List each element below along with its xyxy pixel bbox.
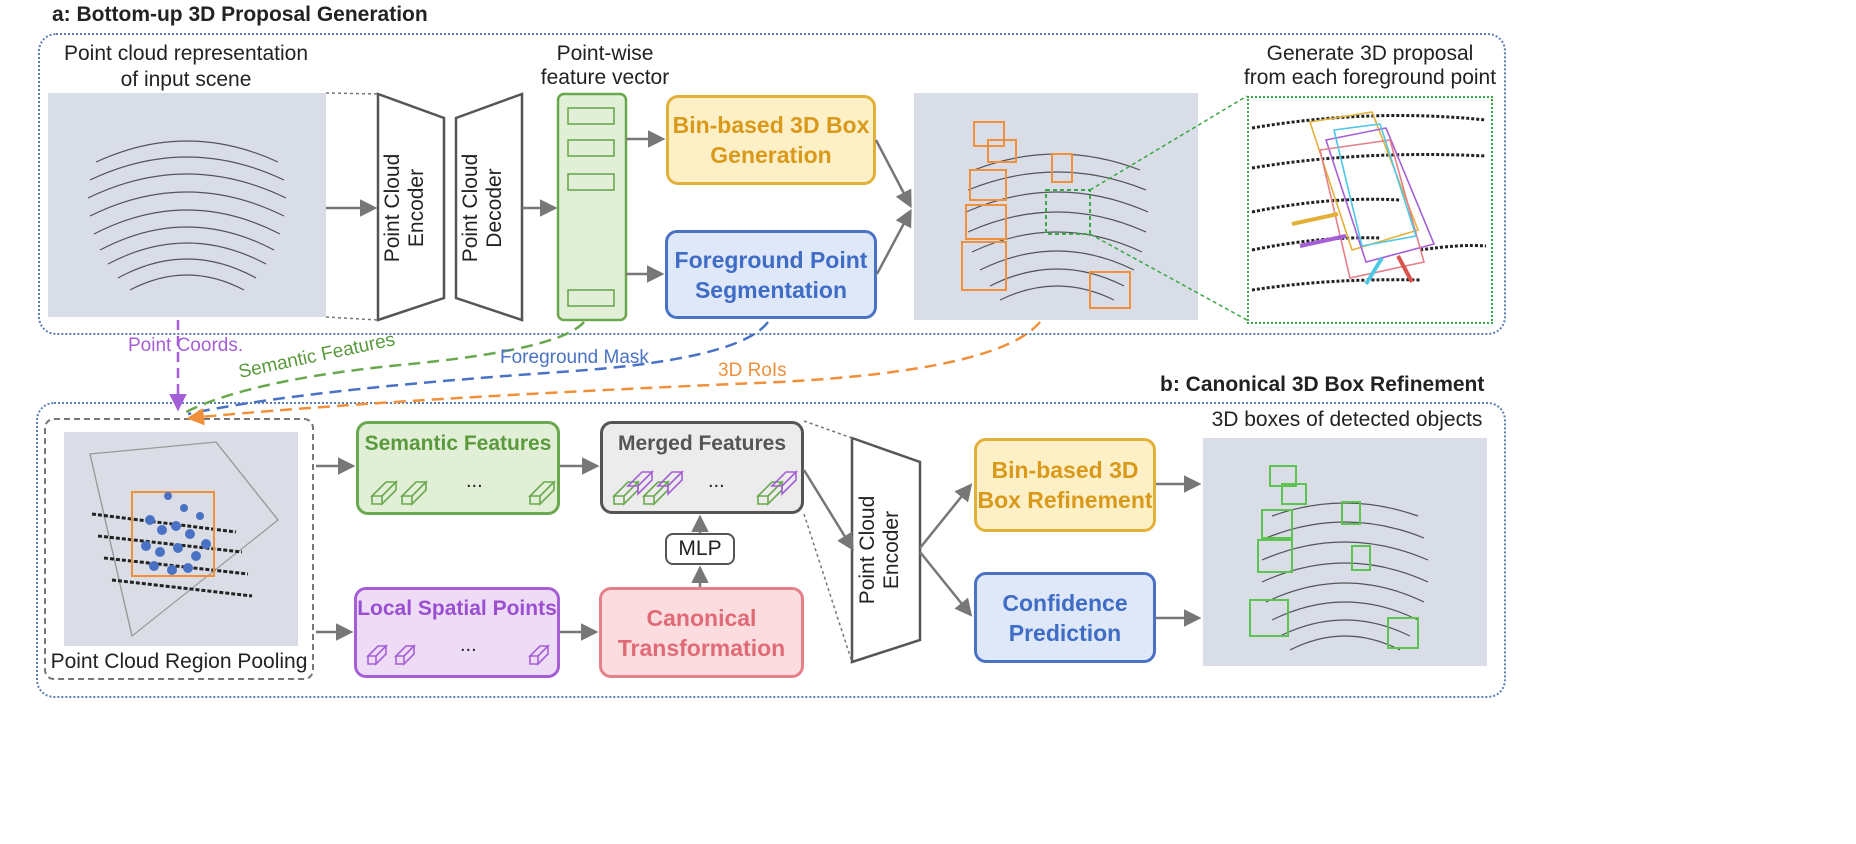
input-caption-line-2: of input scene: [120, 68, 252, 91]
panel-b-title: b: Canonical 3D Box Refinement: [1160, 373, 1485, 396]
panel-b-border: [36, 402, 1506, 698]
merged-features-block: [600, 421, 804, 514]
zoomed-arrow-purple: [1299, 234, 1347, 248]
region-pooling-points: [141, 492, 211, 575]
zoomed-arrow-cyan: [1364, 256, 1384, 286]
region-pooling-frame-lines: [89, 441, 279, 638]
confidence-prediction-block: Confidence Prediction: [974, 572, 1156, 663]
region-pooling-roi-box: [131, 491, 215, 577]
semantic-features-label: Semantic Features: [364, 432, 552, 455]
connector-semantic-features: [185, 321, 585, 414]
zoomed-arrow-yellow: [1291, 212, 1339, 226]
merged-features-ellipsis: ...: [708, 470, 725, 492]
local-spatial-points-label: Local Spatial Points: [357, 597, 557, 620]
connector-foreground-mask: [187, 321, 770, 416]
input-caption-line-1: Point cloud representation: [64, 42, 308, 65]
decoder-label: Point CloudDecoder: [459, 154, 506, 263]
input-guide-bottom: [325, 316, 379, 321]
semantic-feature-cubes: [370, 480, 556, 506]
detected-object-boxes: [1249, 465, 1419, 649]
arrow-encoder-to-confidence: [919, 551, 973, 617]
local-spatial-cubes: [366, 644, 550, 666]
input-scene-rings: [87, 140, 287, 291]
point-cloud-decoder-shape: [454, 92, 524, 322]
panel-a-border: [38, 33, 1506, 335]
connector-rois: [186, 321, 1041, 426]
feature-vector-cells: [567, 107, 615, 307]
local-spatial-points-ellipsis: ...: [460, 634, 477, 656]
canonical-transformation-block: Canonical Transformation: [599, 587, 804, 678]
encoder-label: Point CloudEncoder: [381, 154, 428, 263]
panel-a-title: a: Bottom-up 3D Proposal Generation: [52, 3, 428, 26]
zoomed-proposal-rings: [1251, 114, 1487, 292]
feature-caption-line-2: feature vector: [540, 66, 670, 89]
label-point-coords: Point Coords.: [128, 335, 243, 356]
merged-features-label: Merged Features: [617, 432, 787, 455]
arrow-encoder-to-refinement: [919, 483, 973, 549]
proposal-boxes: [961, 121, 1131, 309]
arrow-segmentation-to-proposals: [875, 208, 912, 275]
proposal-caption-line-1: Generate 3D proposal: [1266, 42, 1474, 65]
region-pooling-rings: [91, 512, 253, 598]
refinement-encoder-shape: [850, 436, 922, 664]
semantic-features-ellipsis: ...: [466, 470, 483, 492]
label-rois: 3D RoIs: [718, 360, 787, 381]
label-foreground-mask: Foreground Mask: [500, 347, 649, 368]
proposal-caption-line-2: from each foreground point: [1243, 66, 1497, 89]
zoom-guide-bottom: [1089, 233, 1248, 321]
local-spatial-points-block: [354, 587, 560, 678]
feature-caption-line-1: Point-wise: [556, 42, 654, 65]
output-caption: 3D boxes of detected objects: [1211, 408, 1483, 431]
arrow-box-generation-to-proposals: [874, 139, 912, 209]
box-refinement-block: Bin-based 3D Box Refinement: [974, 438, 1156, 532]
proposal-scene-rings: [965, 153, 1149, 301]
detected-objects-rings: [1261, 502, 1429, 651]
refinement-encoder-label: Point CloudEncoder: [856, 496, 903, 605]
mlp-block: MLP: [665, 533, 735, 565]
zoomed-proposal-boxes: [1308, 111, 1436, 279]
region-pooling-frame: [44, 418, 314, 680]
merged-guide-bottom: [803, 513, 853, 663]
region-pooling-caption: Point Cloud Region Pooling: [50, 650, 308, 673]
feature-vector-stack: [556, 92, 628, 322]
foreground-segmentation-block: Foreground Point Segmentation: [665, 230, 877, 319]
region-pooling-point-cloud: [64, 432, 298, 646]
zoomed-arrow-red: [1396, 255, 1414, 283]
input-scene-point-cloud: [48, 93, 326, 317]
proposal-zoom-region: [1045, 189, 1091, 235]
point-cloud-encoder-shape: [376, 92, 446, 322]
semantic-features-block: [356, 421, 560, 515]
merged-feature-cubes: [612, 470, 798, 506]
arrow-merged-to-encoder: [802, 469, 854, 551]
box-generation-block: Bin-based 3D Box Generation: [666, 95, 876, 185]
merged-guide-top: [803, 420, 853, 439]
input-guide-top: [325, 92, 379, 95]
zoom-guide-top: [1089, 95, 1248, 191]
